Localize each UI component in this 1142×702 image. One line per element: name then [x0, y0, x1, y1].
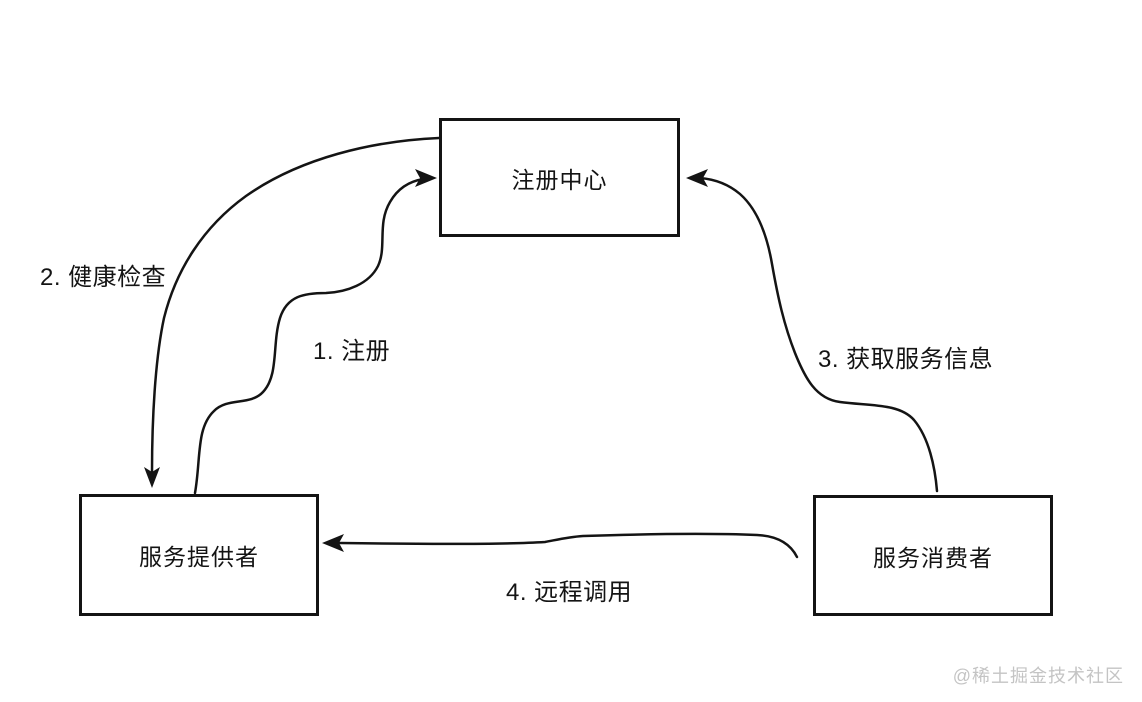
edge-fetch-info-line: [698, 176, 939, 493]
edge-fetch-info-label: 3. 获取服务信息: [818, 346, 994, 373]
edge-remote-call-label: 4. 远程调用: [506, 579, 633, 606]
edge-health-check: [144, 136, 441, 488]
edge-remote-call-line: [338, 532, 799, 559]
edge-health-check-label: 2. 健康检查: [40, 264, 167, 291]
node-registry-label: 注册中心: [511, 166, 608, 193]
edge-register-label: 1. 注册: [313, 338, 391, 365]
edge-remote-call-arrowhead: [322, 534, 344, 552]
node-provider-label: 服务提供者: [139, 544, 259, 570]
node-consumer-label: 服务消费者: [873, 544, 993, 571]
node-provider: 服务提供者: [79, 494, 319, 616]
edge-health-check-arrowhead: [144, 467, 160, 488]
edge-remote-call: [322, 532, 799, 559]
edge-health-check-line: [150, 136, 441, 474]
edge-register: [193, 169, 437, 495]
edge-register-line: [193, 177, 426, 495]
edge-register-arrowhead: [415, 169, 437, 187]
edge-fetch-info-arrowhead: [686, 169, 708, 187]
node-consumer: 服务消费者: [813, 495, 1053, 616]
watermark: @稀土掘金技术社区: [952, 666, 1124, 686]
edge-fetch-info: [686, 169, 939, 493]
node-registry: 注册中心: [439, 118, 680, 237]
